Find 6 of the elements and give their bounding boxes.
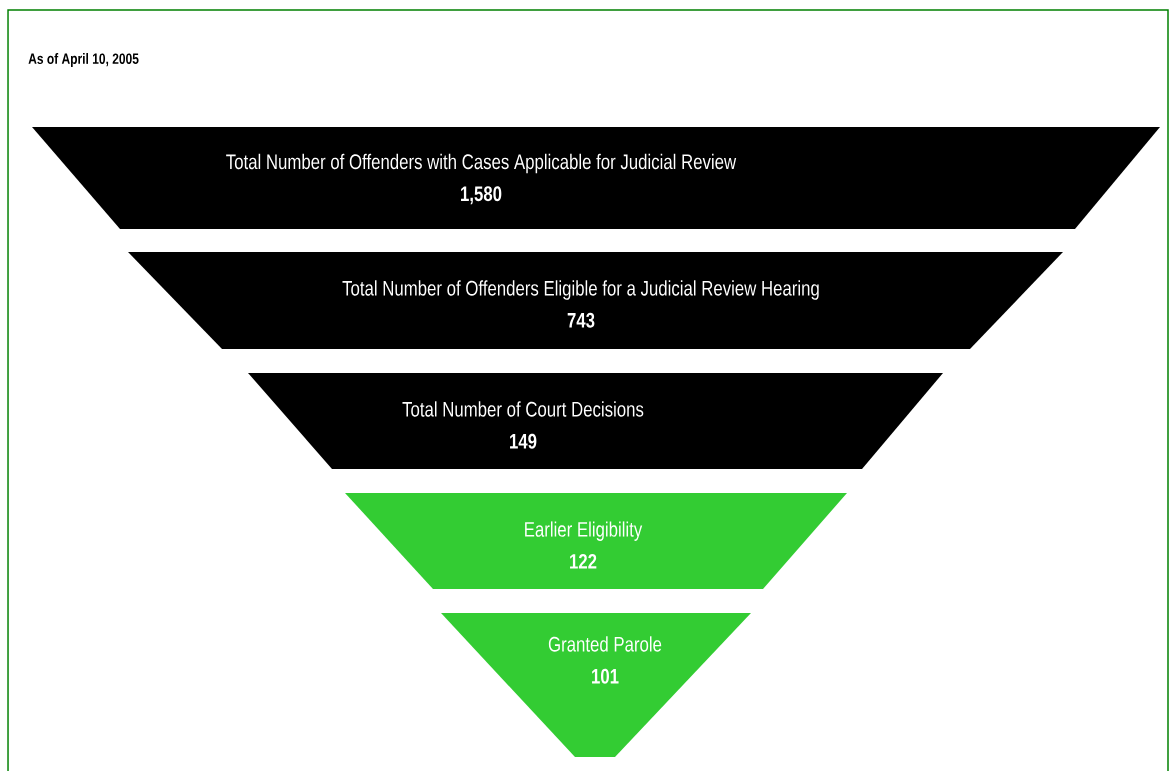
date-heading: As of April 10, 2005 [28,53,139,67]
funnel-segment: Earlier Eligibility 122 [345,493,847,589]
funnel-segment: Total Number of Offenders Eligible for a Judicial Review Hearing 743 [128,252,1063,349]
funnel-segment: Granted Parole 101 [441,613,751,757]
funnel-segment: Total Number of Court Decisions 149 [248,373,943,469]
funnel-segment: Total Number of Offenders with Cases Applicable for Judicial Review 1,580 [32,127,1160,229]
